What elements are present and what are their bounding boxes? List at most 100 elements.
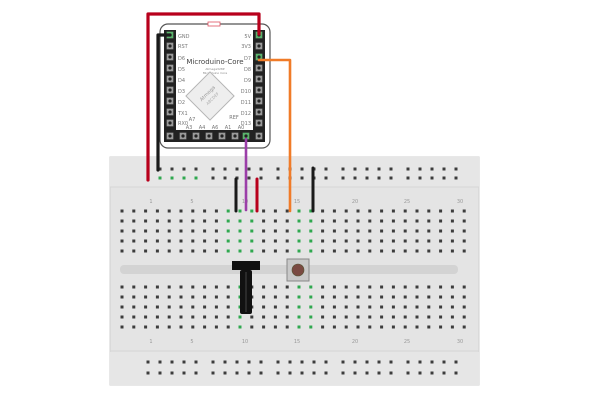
grid-hole xyxy=(203,315,207,319)
grid-hole xyxy=(203,229,207,233)
grid-hole xyxy=(238,229,242,233)
pin-label-left: D4 xyxy=(178,78,185,84)
rail-hole xyxy=(158,360,162,364)
grid-hole xyxy=(214,285,218,289)
grid-hole xyxy=(415,239,419,243)
push-button[interactable] xyxy=(286,258,310,282)
grid-hole xyxy=(391,229,395,233)
grid-hole xyxy=(191,239,195,243)
board-pin-hole xyxy=(168,99,172,103)
grid-hole xyxy=(309,325,313,329)
grid-hole xyxy=(332,295,336,299)
grid-hole xyxy=(144,285,148,289)
grid-hole xyxy=(191,229,195,233)
grid-hole xyxy=(120,295,124,299)
grid-hole xyxy=(356,229,360,233)
grid-hole xyxy=(167,285,171,289)
board-pin-hole xyxy=(194,134,198,138)
grid-hole xyxy=(403,285,407,289)
grid-hole xyxy=(344,249,348,253)
grid-hole xyxy=(179,229,183,233)
grid-hole xyxy=(391,325,395,329)
pin-label-right: D7 xyxy=(244,56,251,62)
pin-label-left: RST xyxy=(178,44,189,50)
board-subtitle: Atmega328P xyxy=(205,67,224,71)
pin-label-left: D5 xyxy=(178,67,185,73)
grid-hole xyxy=(321,295,325,299)
grid-hole xyxy=(309,295,313,299)
grid-hole xyxy=(415,229,419,233)
column-number: 15 xyxy=(294,199,300,205)
grid-hole xyxy=(380,239,384,243)
grid-hole xyxy=(238,315,242,319)
grid-hole xyxy=(214,209,218,213)
grid-hole xyxy=(155,295,159,299)
grid-hole xyxy=(285,325,289,329)
grid-hole xyxy=(214,325,218,329)
grid-hole xyxy=(415,305,419,309)
grid-hole xyxy=(285,305,289,309)
grid-hole xyxy=(462,325,466,329)
grid-hole xyxy=(450,249,454,253)
rail-hole xyxy=(211,360,215,364)
grid-hole xyxy=(262,229,266,233)
rail-hole xyxy=(235,360,239,364)
rail-hole xyxy=(341,176,345,180)
grid-hole xyxy=(120,239,124,243)
grid-hole xyxy=(403,295,407,299)
grid-hole xyxy=(262,325,266,329)
grid-hole xyxy=(427,295,431,299)
pin-label-left: GND xyxy=(178,34,190,40)
rail-hole xyxy=(430,371,434,375)
grid-hole xyxy=(214,305,218,309)
grid-hole xyxy=(391,315,395,319)
rail-hole xyxy=(235,371,239,375)
pin-label-left: D2 xyxy=(178,100,185,106)
grid-hole xyxy=(191,285,195,289)
rail-hole xyxy=(223,371,227,375)
rail-hole xyxy=(312,371,316,375)
board-pin-hole xyxy=(257,55,261,59)
top-power-rail xyxy=(110,157,479,187)
grid-hole xyxy=(273,219,277,223)
grid-hole xyxy=(462,315,466,319)
grid-hole xyxy=(356,219,360,223)
grid-hole xyxy=(250,249,254,253)
grid-hole xyxy=(356,285,360,289)
grid-hole xyxy=(344,229,348,233)
grid-hole xyxy=(450,209,454,213)
grid-hole xyxy=(356,305,360,309)
grid-hole xyxy=(368,315,372,319)
rail-hole xyxy=(247,360,251,364)
pin-label-left: RX0 xyxy=(178,121,188,127)
grid-hole xyxy=(356,295,360,299)
rail-hole xyxy=(442,360,446,364)
grid-hole xyxy=(403,239,407,243)
grid-hole xyxy=(262,295,266,299)
column-number: 30 xyxy=(457,199,463,205)
grid-hole xyxy=(155,315,159,319)
grid-hole xyxy=(226,295,230,299)
rail-hole xyxy=(418,167,422,171)
board-pin-hole xyxy=(168,55,172,59)
grid-hole xyxy=(250,229,254,233)
rail-hole xyxy=(211,176,215,180)
grid-hole xyxy=(309,249,313,253)
grid-hole xyxy=(344,325,348,329)
grid-hole xyxy=(344,295,348,299)
grid-hole xyxy=(427,219,431,223)
grid-hole xyxy=(226,305,230,309)
rail-hole xyxy=(170,167,174,171)
rail-hole xyxy=(341,167,345,171)
rail-hole xyxy=(194,360,198,364)
grid-hole xyxy=(191,219,195,223)
grid-hole xyxy=(167,325,171,329)
board-pin-hole xyxy=(168,121,172,125)
rail-hole xyxy=(442,176,446,180)
grid-hole xyxy=(155,229,159,233)
grid-hole xyxy=(285,229,289,233)
rail-hole xyxy=(418,176,422,180)
grid-hole xyxy=(403,219,407,223)
grid-hole xyxy=(167,239,171,243)
grid-hole xyxy=(368,249,372,253)
